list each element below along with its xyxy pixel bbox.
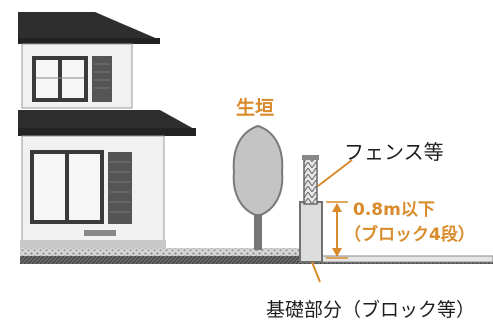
- foundation-label: 基礎部分（ブロック等）: [266, 299, 476, 321]
- ground-right: [299, 255, 493, 263]
- lower-roof-eave: [18, 128, 196, 136]
- dimension-arrow-top: [332, 203, 342, 212]
- fence-mesh: [303, 157, 318, 205]
- foundation-block-wall: [299, 201, 323, 263]
- lower-window-pane-left: [34, 154, 65, 220]
- upper-roof: [18, 12, 160, 40]
- house: [18, 12, 196, 248]
- ground-line: [20, 256, 493, 264]
- tree-crown: [232, 124, 284, 218]
- upper-window-pane-left: [36, 60, 58, 98]
- foundation-leader-line: [311, 261, 321, 283]
- upper-window-pane-right: [62, 60, 84, 98]
- fence-label: フェンス等: [344, 140, 444, 164]
- tree-trunk: [254, 214, 262, 250]
- height-dimension: [326, 201, 348, 259]
- wall-vent: [84, 230, 116, 236]
- upper-shutter: [92, 56, 112, 102]
- house-foundation: [20, 240, 166, 248]
- block-count-label: （ブロック4段）: [344, 225, 475, 245]
- block-wall: [299, 201, 323, 263]
- height-limit-label: 0.8m以下: [353, 200, 435, 220]
- lower-window-pane-right: [69, 154, 100, 220]
- dimension-arrow-bottom: [332, 248, 342, 257]
- fence-cap: [302, 155, 319, 160]
- hedge-label: 生垣: [236, 97, 275, 119]
- fence-leader-line: [317, 159, 353, 187]
- lower-roof: [18, 110, 196, 130]
- fence: [302, 155, 319, 205]
- upper-roof-eave: [18, 38, 160, 44]
- ground-gravel: [20, 248, 300, 258]
- hedge-tree: [232, 124, 284, 250]
- lower-shutter: [108, 152, 132, 224]
